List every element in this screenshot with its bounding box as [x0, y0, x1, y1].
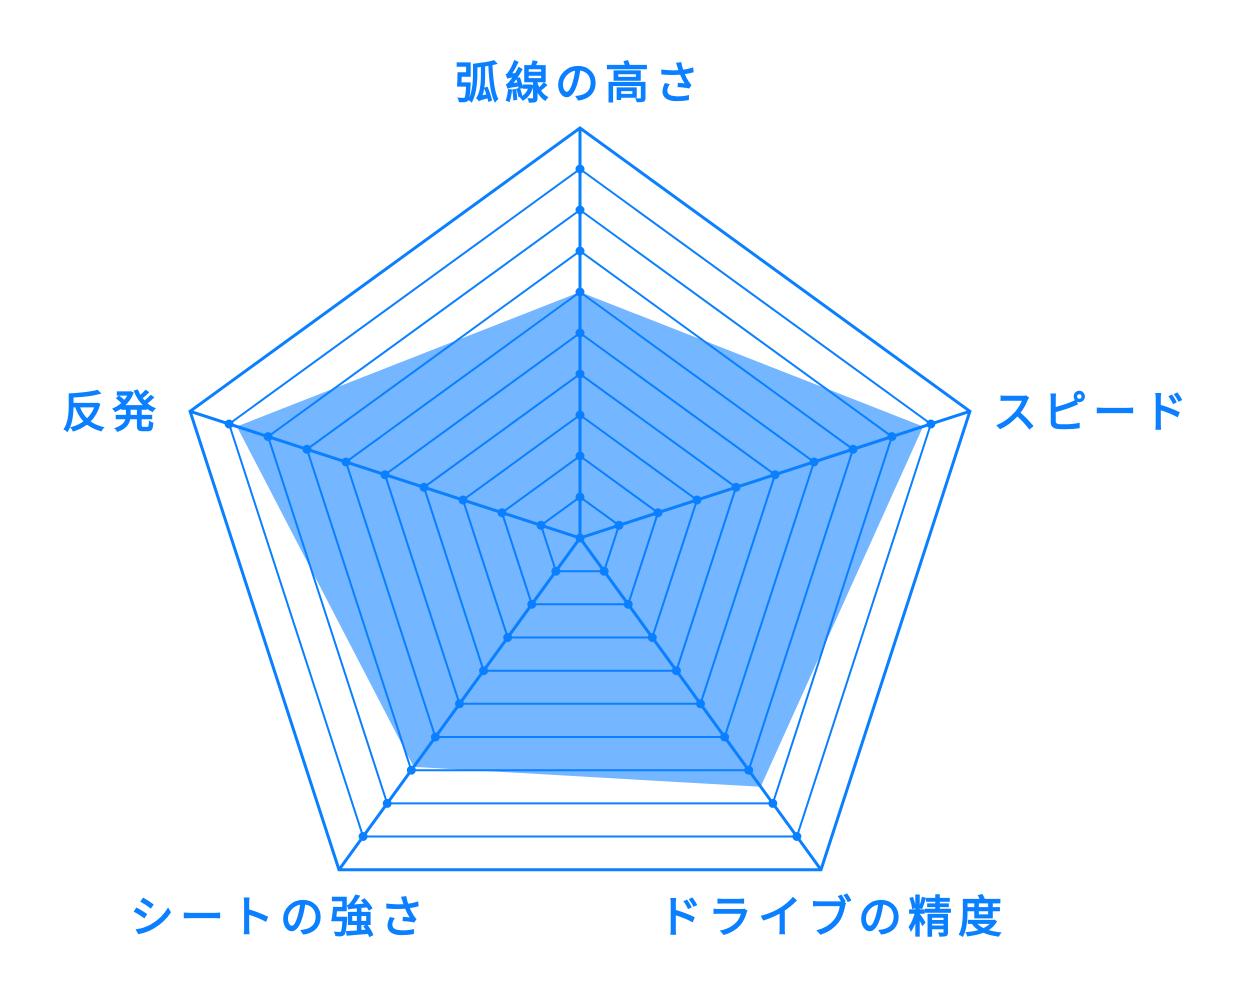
grid-ring [383, 331, 777, 705]
axis-label-rebound: 反発 [62, 387, 162, 438]
grid-ring [227, 167, 933, 838]
grid-dot [575, 410, 585, 420]
grid-dot [497, 508, 507, 518]
grid-dot [527, 599, 537, 609]
grid-dot [770, 470, 780, 480]
radar-grid [188, 126, 972, 872]
grid-ring [266, 208, 894, 805]
grid-dot [599, 566, 609, 576]
grid-dot [575, 451, 585, 461]
axis-label-arc-height: 弧線の高さ [455, 58, 705, 109]
grid-ring [539, 495, 621, 573]
grid-dots [224, 164, 936, 841]
grid-dot [358, 832, 368, 841]
grid-dot [887, 432, 897, 442]
grid-dot [744, 765, 754, 775]
grid-dot [696, 699, 705, 709]
grid-dot [614, 520, 624, 530]
grid-ring [422, 372, 738, 672]
grid-dot [536, 520, 546, 530]
grid-dot [406, 765, 416, 775]
grid-dot [575, 246, 585, 256]
grid-dot [419, 482, 429, 492]
grid-dot [809, 457, 819, 467]
grid-dot [455, 699, 464, 709]
grid-dot [380, 470, 390, 480]
grid-dot [263, 432, 273, 442]
grid-ring [305, 249, 855, 772]
grid-dot [224, 419, 234, 429]
grid-dot [302, 444, 312, 454]
grid-dot [479, 666, 489, 676]
grid-ring [500, 454, 660, 606]
grid-ring [344, 290, 816, 738]
grid-dot [575, 205, 585, 215]
grid-dot [575, 287, 585, 297]
grid-dot [551, 566, 561, 576]
grid-dot [731, 482, 741, 492]
grid-dot [848, 444, 858, 454]
grid-dot [671, 666, 681, 676]
grid-dot [458, 495, 468, 505]
grid-dot [382, 798, 392, 808]
grid-dot [692, 495, 702, 505]
grid-dot [792, 832, 802, 841]
grid-dot [647, 633, 657, 642]
grid-dot [768, 798, 778, 808]
grid-dot [575, 164, 585, 174]
grid-dot [503, 633, 513, 642]
grid-dot [575, 369, 585, 379]
grid-ring [188, 126, 972, 872]
center-dot [575, 533, 585, 543]
grid-dot [430, 732, 440, 742]
axis-label-sheet-strength: シートの強さ [130, 892, 430, 943]
grid-dot [623, 599, 633, 609]
axis-label-speed: スピード [993, 387, 1193, 438]
grid-dot [926, 419, 936, 429]
grid-ring [461, 413, 699, 639]
grid-dot [653, 508, 663, 518]
grid-dot [341, 457, 351, 467]
grid-dot [575, 492, 585, 502]
grid-dot [720, 732, 730, 742]
grid-dot [575, 328, 585, 338]
axis-label-drive-accuracy: ドライブの精度 [658, 892, 1008, 943]
